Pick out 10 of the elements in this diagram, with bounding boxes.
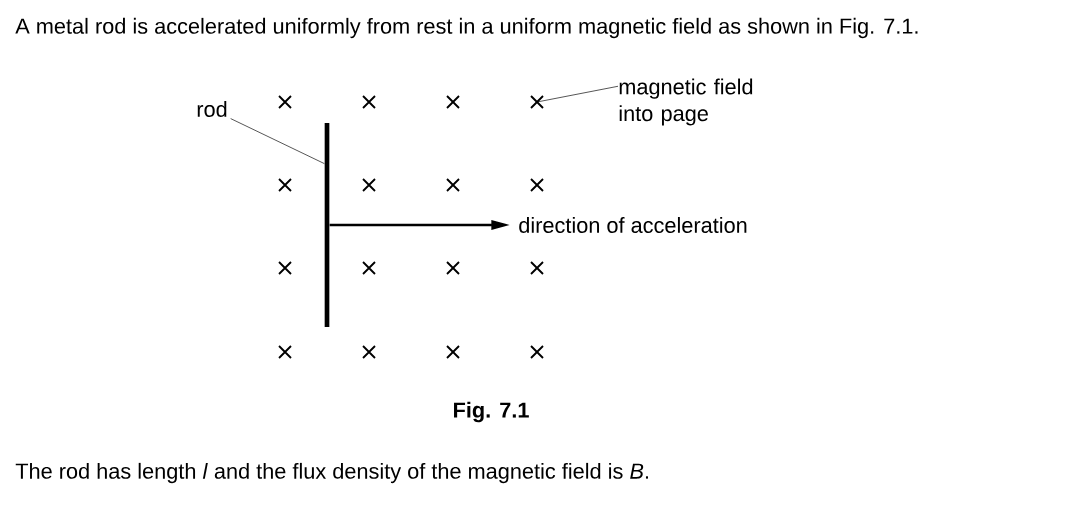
cross-symbol bbox=[530, 95, 544, 109]
rod-bar bbox=[324, 123, 330, 327]
label-text: direction of acceleration bbox=[519, 217, 747, 233]
title-text: A metal rod is accelerated uniformly from rest in a uniform magnetic field as shown in Fig. 7.1. bbox=[15, 17, 918, 39]
figure-caption: Fig. 7.1 bbox=[454, 401, 529, 423]
leader-line bbox=[230, 118, 325, 164]
label-text: magnetic field into page bbox=[619, 78, 753, 126]
label-text: rod bbox=[197, 101, 227, 117]
body-text: The rod has length l and the flux density of the magnetic field is B. bbox=[15, 462, 649, 484]
leader-line bbox=[536, 85, 619, 103]
